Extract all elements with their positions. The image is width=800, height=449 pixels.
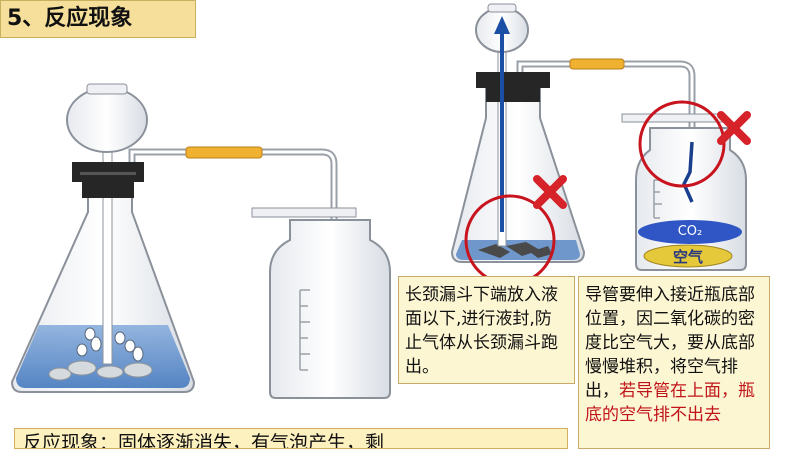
right-solid-pieces xyxy=(478,242,552,258)
left-bottle-scale xyxy=(299,289,310,371)
red-cross-icon xyxy=(533,175,567,209)
right-apparatus xyxy=(450,3,751,286)
note-right-text: 导管要伸入接近瓶底部位置，因二氧化碳的密度比空气大，要从底部慢慢堆积，将空气排出… xyxy=(585,285,755,401)
right-stopper xyxy=(476,72,550,102)
note-right-warning: 若导管在上面，瓶底的空气排不出去 xyxy=(585,381,755,425)
air-label: 空气 xyxy=(672,248,703,266)
slide-title: 5、反应现象 xyxy=(0,0,196,38)
left-rubber-connector xyxy=(185,146,263,159)
left-glass-plate xyxy=(251,207,357,218)
left-apparatus xyxy=(10,83,391,399)
note-left: 长颈漏斗下端放入液面以下,进行液封,防止气体从长颈漏斗跑出。 xyxy=(398,276,575,384)
air-layer xyxy=(643,244,733,268)
left-bubbles xyxy=(76,327,144,362)
left-solid-pieces xyxy=(48,360,153,381)
right-flask xyxy=(450,87,586,263)
left-funnel-stem xyxy=(102,119,113,365)
left-collection-bottle xyxy=(269,219,391,399)
right-glass-plate xyxy=(621,113,725,123)
co2-label: CO₂ xyxy=(677,224,703,239)
tube-top-highlight-circle xyxy=(638,100,726,188)
left-funnel-bulb xyxy=(66,87,148,153)
left-stopper xyxy=(72,162,144,198)
co2-layer xyxy=(638,220,742,244)
note-right: 导管要伸入接近瓶底部位置，因二氧化碳的密度比空气大，要从底部慢慢堆积，将空气排出… xyxy=(578,276,770,449)
reaction-phenomenon-text: 反应现象：固体逐渐消失，有气泡产生，剩 xyxy=(14,428,568,449)
right-inner-tube xyxy=(682,141,694,203)
up-arrow-icon xyxy=(494,16,510,232)
red-cross-icon xyxy=(717,111,751,145)
right-rubber-connector xyxy=(569,58,625,70)
